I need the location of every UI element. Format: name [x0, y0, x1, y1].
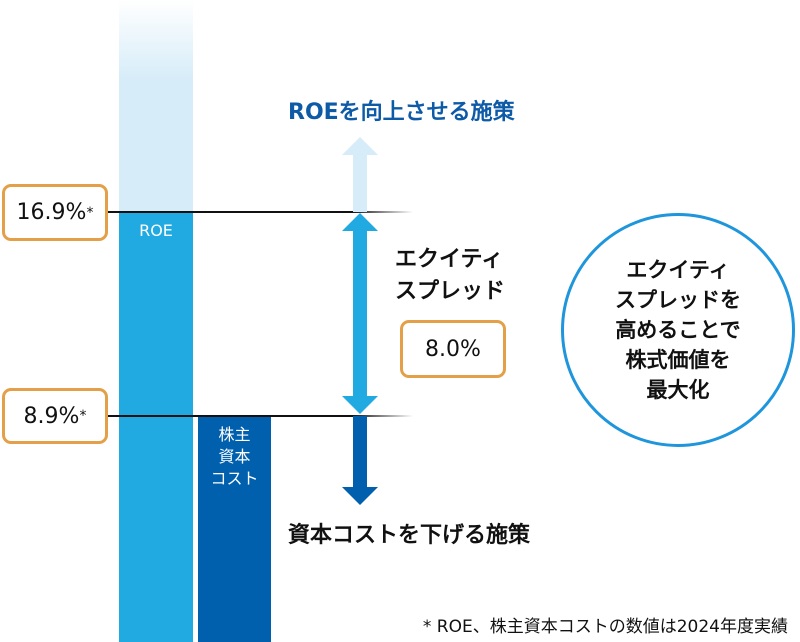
arrows: [342, 137, 378, 505]
equity-spread-label: エクイティ スプレッド: [395, 244, 505, 308]
roe-improvement-label: ROEを向上させる施策: [288, 100, 515, 125]
spread-label-line: エクイティ: [395, 247, 504, 272]
cost-bar-label: 株主 資本 コスト: [198, 424, 271, 490]
circle-line: 最大化: [646, 378, 710, 402]
cost-value: 8.9%: [23, 403, 80, 429]
footnote: * ROE、株主資本コストの数値は2024年度実績: [422, 617, 788, 637]
up-arrow-light-icon: [342, 137, 378, 212]
cost-reduction-label: 資本コストを下げる施策: [288, 523, 531, 548]
cost-of-equity-bar: 株主 資本 コスト: [198, 416, 271, 642]
footnote-mark: *: [79, 408, 87, 424]
cost-bar-label-line: 株主: [218, 425, 251, 444]
goal-circle: エクイティ スプレッドを 高めることで 株式価値を 最大化: [561, 213, 795, 447]
roe-value: 16.9%: [16, 200, 87, 225]
goal-circle-text: エクイティ スプレッドを 高めることで 株式価値を 最大化: [615, 255, 741, 405]
footnote-mark: *: [86, 204, 94, 221]
roe-bar-label: ROE: [139, 221, 173, 240]
down-arrow-dark-icon: [342, 416, 378, 505]
circle-line: 株式価値を: [625, 348, 731, 372]
spread-value: 8.0%: [425, 336, 481, 362]
circle-line: スプレッドを: [615, 288, 741, 312]
cost-level-line: [108, 415, 413, 417]
double-arrow-icon: [342, 213, 378, 414]
roe-level-line: [108, 211, 413, 213]
circle-line: エクイティ: [626, 258, 730, 282]
circle-line: 高めることで: [615, 318, 741, 342]
spread-value-box: 8.0%: [400, 320, 506, 378]
roe-value-box: 16.9%*: [2, 184, 108, 241]
cost-value-box: 8.9%*: [2, 388, 108, 444]
cost-bar-label-line: 資本: [218, 447, 251, 466]
roe-bar: ROE: [119, 212, 193, 642]
cost-bar-label-line: コスト: [210, 469, 259, 488]
spread-label-line: スプレッド: [395, 279, 506, 304]
